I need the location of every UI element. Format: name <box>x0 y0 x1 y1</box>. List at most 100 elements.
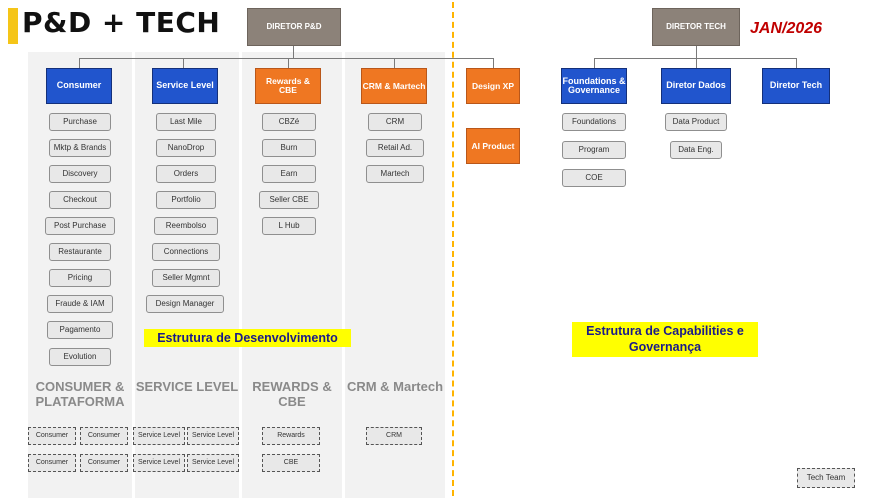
connector-pd-bus <box>79 58 494 59</box>
item-crm-1-label: Retail Ad. <box>377 142 413 152</box>
head-ai-product-label: AI Product <box>471 140 515 151</box>
item-rewards-1-label: Burn <box>280 142 298 152</box>
page-title: P&D + TECH <box>22 6 221 39</box>
section-label-crm-martech: CRM & Martech <box>346 379 444 394</box>
head-diretor-tech-col[interactable]: Diretor Tech <box>762 68 830 104</box>
item-consumer-0[interactable]: Purchase <box>49 113 111 131</box>
item-rewards-3[interactable]: Seller CBE <box>259 191 319 209</box>
item-dados-0-label: Data Product <box>672 116 720 126</box>
item-service-4[interactable]: Reembolso <box>154 217 218 235</box>
head-design-xp[interactable]: Design XP <box>466 68 520 104</box>
item-service-6-label: Seller Mgmnt <box>162 272 210 282</box>
head-foundations-governance[interactable]: Foundations & Governance <box>561 68 627 104</box>
item-foundations-2[interactable]: COE <box>562 169 626 187</box>
item-consumer-9[interactable]: Evolution <box>49 348 111 366</box>
node-diretor-tech[interactable]: DIRETOR TECH <box>652 8 740 46</box>
item-dados-1[interactable]: Data Eng. <box>670 141 722 159</box>
item-service-2[interactable]: Orders <box>156 165 216 183</box>
item-service-0[interactable]: Last Mile <box>156 113 216 131</box>
head-diretor-tech-col-label: Diretor Tech <box>769 80 823 91</box>
head-rewards-cbe[interactable]: Rewards & CBE <box>255 68 321 104</box>
node-diretor-pd[interactable]: DIRETOR P&D <box>247 8 341 46</box>
item-service-1[interactable]: NanoDrop <box>156 139 216 157</box>
node-diretor-tech-label: DIRETOR TECH <box>666 21 726 31</box>
connector-tech-drop-foundations <box>594 58 595 70</box>
item-consumer-6[interactable]: Pricing <box>49 269 111 287</box>
item-rewards-0[interactable]: CBZé <box>262 113 316 131</box>
item-service-0-label: Last Mile <box>169 116 202 126</box>
squad-consumer-3-label: Consumer <box>87 459 121 467</box>
connector-tech-bus <box>594 58 797 59</box>
squad-service-0[interactable]: Service Level <box>133 427 185 445</box>
squad-service-1[interactable]: Service Level <box>187 427 239 445</box>
item-foundations-1[interactable]: Program <box>562 141 626 159</box>
item-foundations-2-label: COE <box>585 172 603 182</box>
connector-pd-drop-consumer <box>79 58 80 70</box>
head-consumer[interactable]: Consumer <box>46 68 112 104</box>
squad-rewards-1-label: CBE <box>283 459 299 467</box>
squad-rewards-0-label: Rewards <box>277 432 305 440</box>
head-diretor-dados[interactable]: Diretor Dados <box>661 68 731 104</box>
item-foundations-0[interactable]: Foundations <box>562 113 626 131</box>
squad-consumer-0-label: Consumer <box>35 432 69 440</box>
item-crm-2[interactable]: Martech <box>366 165 424 183</box>
tech-team-box[interactable]: Tech Team <box>797 468 855 488</box>
item-rewards-2-label: Earn <box>280 168 298 178</box>
connector-pd-drop-service <box>183 58 184 70</box>
head-design-xp-label: Design XP <box>471 80 515 91</box>
item-foundations-0-label: Foundations <box>571 116 617 126</box>
squad-consumer-3[interactable]: Consumer <box>80 454 128 472</box>
item-consumer-7[interactable]: Fraude & IAM <box>47 295 113 313</box>
head-crm-martech-label: CRM & Martech <box>362 80 426 91</box>
item-consumer-5[interactable]: Restaurante <box>49 243 111 261</box>
date-label: JAN/2026 <box>750 20 823 37</box>
squad-consumer-2[interactable]: Consumer <box>28 454 76 472</box>
section-divider <box>452 2 454 496</box>
head-ai-product[interactable]: AI Product <box>466 128 520 164</box>
item-service-3[interactable]: Portfolio <box>156 191 216 209</box>
node-diretor-pd-label: DIRETOR P&D <box>266 21 322 31</box>
connector-pd-drop-rewards <box>288 58 289 70</box>
item-consumer-1[interactable]: Mktp & Brands <box>49 139 111 157</box>
squad-rewards-1[interactable]: CBE <box>262 454 320 472</box>
section-label-service-level: SERVICE LEVEL <box>135 379 239 394</box>
squad-service-2[interactable]: Service Level <box>133 454 185 472</box>
item-foundations-1-label: Program <box>578 144 610 154</box>
head-service-level[interactable]: Service Level <box>152 68 218 104</box>
squad-service-0-label: Service Level <box>137 432 181 440</box>
squad-consumer-0[interactable]: Consumer <box>28 427 76 445</box>
item-service-5[interactable]: Connections <box>152 243 220 261</box>
item-rewards-4[interactable]: L Hub <box>262 217 316 235</box>
item-consumer-9-label: Evolution <box>63 351 97 361</box>
squad-consumer-1-label: Consumer <box>87 432 121 440</box>
connector-tech-drop-tech <box>796 58 797 70</box>
item-consumer-3[interactable]: Checkout <box>49 191 111 209</box>
item-service-3-label: Portfolio <box>171 194 201 204</box>
item-crm-0[interactable]: CRM <box>368 113 422 131</box>
item-consumer-6-label: Pricing <box>67 272 93 282</box>
connector-tech-stem <box>696 46 697 58</box>
item-consumer-4[interactable]: Post Purchase <box>45 217 115 235</box>
item-service-7[interactable]: Design Manager <box>146 295 224 313</box>
item-service-6[interactable]: Seller Mgmnt <box>152 269 220 287</box>
item-consumer-8[interactable]: Pagamento <box>47 321 113 339</box>
item-rewards-4-label: L Hub <box>278 220 300 230</box>
head-diretor-dados-label: Diretor Dados <box>666 80 726 91</box>
squad-consumer-2-label: Consumer <box>35 459 69 467</box>
head-crm-martech[interactable]: CRM & Martech <box>361 68 427 104</box>
item-service-7-label: Design Manager <box>155 298 215 308</box>
item-dados-0[interactable]: Data Product <box>665 113 727 131</box>
item-service-4-label: Reembolso <box>165 220 207 230</box>
squad-crm-0[interactable]: CRM <box>366 427 422 445</box>
squad-rewards-0[interactable]: Rewards <box>262 427 320 445</box>
item-crm-0-label: CRM <box>385 116 405 126</box>
label-dev-structure: Estrutura de Desenvolvimento <box>144 329 351 348</box>
item-rewards-1[interactable]: Burn <box>262 139 316 157</box>
squad-service-3[interactable]: Service Level <box>187 454 239 472</box>
item-service-2-label: Orders <box>173 168 199 178</box>
item-consumer-2[interactable]: Discovery <box>49 165 111 183</box>
item-crm-1[interactable]: Retail Ad. <box>366 139 424 157</box>
label-capabilities-structure: Estrutura de Capabilities e Governança <box>572 322 758 357</box>
squad-consumer-1[interactable]: Consumer <box>80 427 128 445</box>
item-rewards-2[interactable]: Earn <box>262 165 316 183</box>
